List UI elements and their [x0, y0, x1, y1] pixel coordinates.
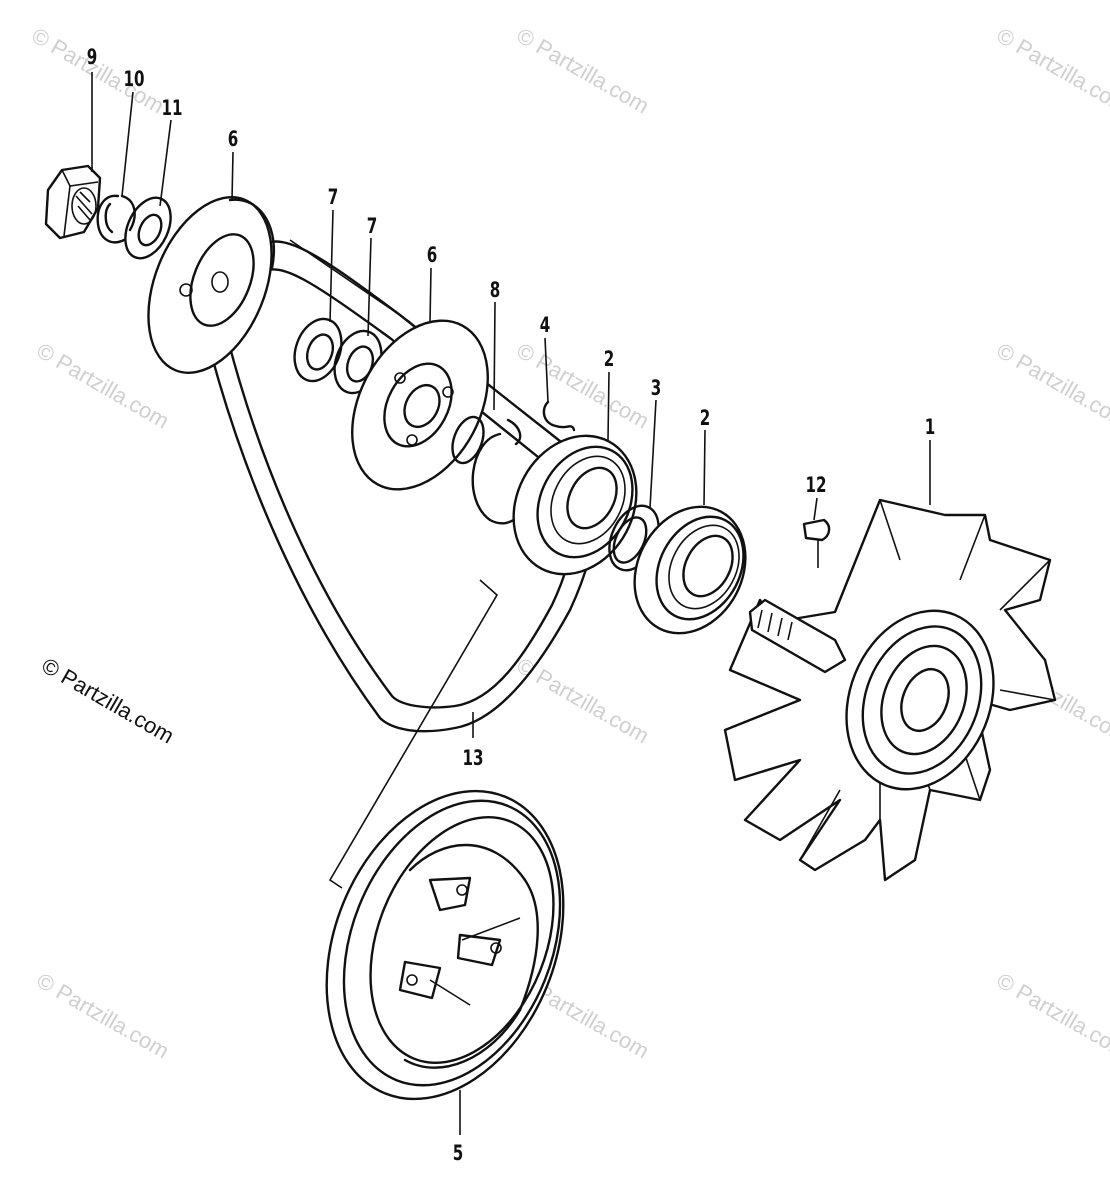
- lock-washer: [96, 194, 136, 244]
- watermark: © Partzilla.com: [33, 338, 174, 434]
- pulley-half-inner: [351, 319, 489, 491]
- shim: [293, 317, 343, 383]
- callout-1: 1: [925, 416, 936, 440]
- callout-2: 2: [604, 348, 615, 372]
- woodruff-key: [802, 518, 831, 542]
- copyright-text: © Partzilla.com: [38, 653, 179, 749]
- pulley-half-outer: [147, 196, 276, 374]
- watermark: © Partzilla.com: [993, 968, 1110, 1064]
- callout-10: 10: [123, 68, 144, 92]
- callout-11: 11: [161, 97, 182, 121]
- callout-leaders: [91, 72, 931, 1135]
- watermark: © Partzilla.com: [33, 968, 174, 1064]
- callout-8: 8: [490, 279, 501, 303]
- callout-7: 7: [367, 215, 378, 239]
- ball-bearing: [512, 434, 638, 576]
- circlip: [542, 400, 576, 432]
- callout-3: 3: [651, 377, 662, 401]
- cooling-fan: [723, 498, 1057, 882]
- callout-7: 7: [328, 186, 339, 210]
- leader-line: [328, 579, 499, 889]
- ball-bearing: [633, 505, 747, 635]
- callout-12: 12: [805, 474, 826, 498]
- callout-4: 4: [540, 314, 551, 338]
- watermark: © Partzilla.com: [28, 23, 169, 119]
- callout-6: 6: [228, 128, 239, 152]
- callout-labels: 9 10 11 6 7 7 6 8 4 2 3 2 1 12 13 5: [87, 46, 936, 1166]
- callout-13: 13: [462, 747, 483, 771]
- watermark: © Partzilla.com: [993, 23, 1110, 119]
- watermark: © Partzilla.com: [513, 23, 654, 119]
- hex-nut: [44, 164, 102, 240]
- callout-2: 2: [700, 407, 711, 431]
- drive-pulley: [325, 789, 565, 1101]
- callout-6: 6: [427, 244, 438, 268]
- callout-9: 9: [87, 46, 98, 70]
- callout-5: 5: [453, 1142, 464, 1166]
- watermark: © Partzilla.com: [993, 338, 1110, 434]
